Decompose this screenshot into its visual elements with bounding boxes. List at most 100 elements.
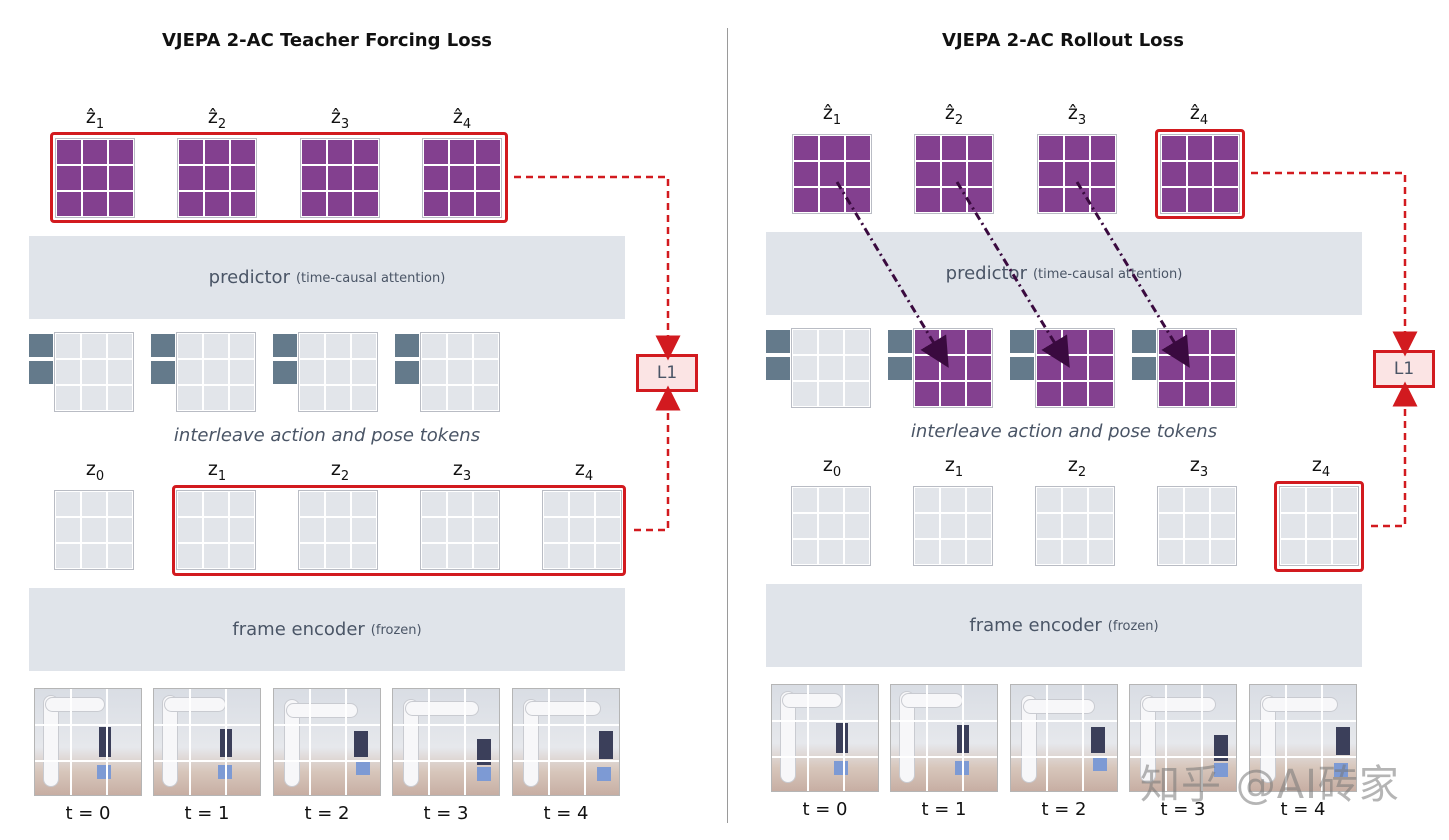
robot-arm	[525, 701, 601, 716]
encoded-grid	[542, 490, 622, 570]
target-highlight	[172, 485, 626, 576]
predicted-grid	[792, 134, 872, 214]
subscript: 1	[954, 464, 964, 480]
subscript: 1	[217, 468, 227, 484]
grid-line	[309, 689, 311, 795]
grid-line	[274, 760, 380, 762]
interleave-caption: interleave action and pose tokens	[173, 425, 481, 446]
grid-line	[1082, 685, 1084, 791]
watermark: 知乎 @AI砖家	[1140, 762, 1400, 808]
encoded-grid	[420, 490, 500, 570]
gripper	[354, 731, 368, 757]
grid-line	[1130, 720, 1236, 722]
pred-label: ẑ2	[207, 106, 227, 132]
action-token	[151, 334, 175, 357]
action-token	[1132, 330, 1156, 353]
subscript: 0	[832, 464, 842, 480]
pred-label: ẑ1	[85, 106, 105, 132]
grid-line	[772, 756, 878, 758]
robot-arm	[1023, 699, 1095, 714]
predicted-grid	[914, 134, 994, 214]
grid-line	[1250, 756, 1356, 758]
grid-line	[1165, 685, 1167, 791]
l1-label: L1	[656, 363, 678, 383]
predictor-note: (time-causal attention)	[295, 271, 446, 286]
encoder-block: frame encoder (frozen)	[766, 584, 1362, 667]
grid-line	[225, 689, 227, 795]
subscript: 3	[1199, 464, 1209, 480]
predictor-label: predictor	[945, 263, 1027, 284]
gripper	[836, 723, 848, 753]
subscript: 1	[832, 112, 842, 128]
predicted-grid	[177, 138, 257, 218]
prediction-highlight	[50, 132, 508, 223]
grid-line	[513, 724, 619, 726]
encoder-note: (frozen)	[1107, 619, 1159, 634]
video-frame	[1010, 684, 1118, 792]
predictor-label: predictor	[208, 267, 290, 288]
grid-line	[70, 689, 72, 795]
robot-arm	[780, 691, 796, 783]
robot-arm	[164, 697, 226, 712]
grid-line	[962, 685, 964, 791]
grid-line	[1046, 685, 1048, 791]
z-label: z0	[85, 458, 105, 484]
context-grid	[420, 332, 500, 412]
grid-line	[1201, 685, 1203, 791]
time-label: t = 4	[1280, 799, 1326, 820]
predictor-note: (time-causal attention)	[1032, 267, 1183, 282]
grid-line	[548, 689, 550, 795]
encoder-label: frame encoder	[232, 619, 365, 640]
video-frame	[1249, 684, 1357, 792]
predictor-block: predictor (time-causal attention)	[766, 232, 1362, 315]
pred-label: ẑ4	[452, 106, 472, 132]
pred-label: ẑ2	[944, 102, 964, 128]
encoded-grid	[176, 490, 256, 570]
cup	[1334, 763, 1348, 777]
grid-line	[926, 685, 928, 791]
encoder-note: (frozen)	[370, 623, 422, 638]
encoded-grid	[791, 486, 871, 566]
grid-line	[891, 720, 997, 722]
rollout-grid	[913, 328, 993, 408]
robot-arm	[43, 695, 59, 787]
grid-line	[1011, 756, 1117, 758]
grid-line	[345, 689, 347, 795]
prediction-highlight	[1155, 129, 1245, 219]
context-grid	[791, 328, 871, 408]
robot-arm	[284, 699, 300, 787]
l1-label: L1	[1393, 359, 1415, 379]
grid-line	[1285, 685, 1287, 791]
grid-line	[1321, 685, 1323, 791]
time-label: t = 0	[65, 803, 111, 824]
time-label: t = 2	[1041, 799, 1087, 820]
grid-line	[393, 760, 499, 762]
gripper	[1214, 735, 1228, 761]
subscript: 2	[954, 112, 964, 128]
grid-line	[393, 724, 499, 726]
z-label: z4	[1311, 454, 1331, 480]
gripper	[1091, 727, 1105, 753]
panel-title: VJEPA 2-AC Rollout Loss	[942, 30, 1184, 51]
pose-token	[395, 361, 419, 384]
grid-line	[513, 760, 619, 762]
grid-line	[807, 685, 809, 791]
predicted-grid	[300, 138, 380, 218]
cup	[597, 767, 611, 781]
loss-connector	[1371, 381, 1418, 528]
pred-label: ẑ3	[1067, 102, 1087, 128]
action-token	[766, 330, 790, 353]
target-highlight	[1274, 481, 1364, 572]
grid-line	[154, 724, 260, 726]
pose-token	[766, 357, 790, 380]
video-frame	[1129, 684, 1237, 792]
grid-line	[35, 760, 141, 762]
time-label: t = 2	[304, 803, 350, 824]
predicted-grid	[55, 138, 135, 218]
subscript: 1	[95, 116, 105, 132]
robot-arm	[403, 699, 419, 787]
subscript: 2	[217, 116, 227, 132]
grid-line	[1130, 756, 1236, 758]
grid-line	[464, 689, 466, 795]
loss-connector	[634, 385, 681, 532]
